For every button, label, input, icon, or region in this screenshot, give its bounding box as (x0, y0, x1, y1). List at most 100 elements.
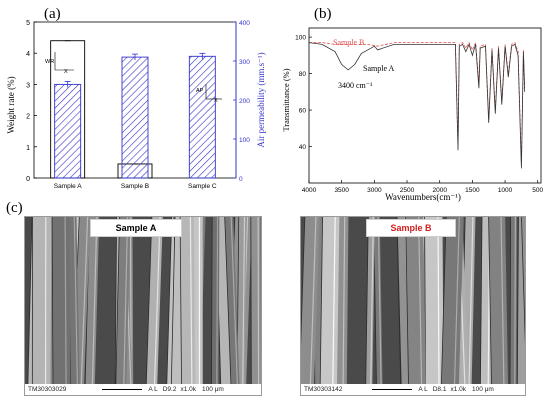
fiber-highlight (500, 217, 505, 395)
bar-air-permeability (188, 55, 216, 179)
sem-mag: x1.0k (450, 386, 466, 393)
fiber-edge (250, 217, 252, 395)
y-tick-label: 40 (299, 144, 307, 151)
y2-tick-label: 300 (239, 59, 250, 66)
bar-air-permeability (54, 83, 82, 179)
x-tick-label: 1000 (498, 187, 513, 194)
fiber-highlight (468, 217, 474, 395)
y-axis-title-left: Weight rate (%) (6, 76, 16, 133)
fiber (405, 217, 427, 395)
y-axis-title: Transmittance (%) (281, 68, 291, 131)
fiber-edge (440, 217, 447, 395)
panel-b-label: (b) (314, 6, 332, 22)
y2-tick-label: 200 (239, 98, 250, 105)
scale-bar (102, 389, 143, 390)
x-tick-label: 4000 (302, 187, 317, 194)
fiber-highlight (369, 217, 374, 395)
fiber-highlight (189, 217, 193, 395)
annotation-wr: WR (45, 59, 54, 65)
sem-mode: A L (148, 386, 158, 393)
fiber-edge (51, 217, 54, 395)
fiber-edge (516, 217, 519, 395)
fiber (320, 217, 340, 395)
series-line-sample-a (308, 42, 526, 169)
sem-wd: D8.1 (432, 386, 447, 393)
y2-tick-label: 100 (239, 137, 250, 144)
x-axis-title: Wavenumbers(cm⁻¹) (385, 192, 461, 202)
fiber-highlight (257, 217, 260, 395)
fiber-edge (405, 217, 410, 395)
fiber-edge (509, 217, 512, 395)
x-tick-label: 3000 (367, 187, 382, 194)
fiber-highlight (64, 217, 67, 395)
fiber-highlight (216, 217, 219, 395)
fiber-edge (319, 217, 323, 395)
sem-mode: A L (418, 386, 428, 393)
x-tick-label: Sample C (188, 183, 217, 190)
fiber-highlight (242, 217, 246, 395)
y-tick-label: 80 (299, 71, 307, 78)
sem-image-sample-b: Sample B TM30303142 A L D8.1 x1.0k 100 μ… (300, 216, 526, 396)
y-axis-title-right: Air permeability (mm.s⁻¹) (256, 52, 266, 147)
fiber-highlight (453, 217, 460, 395)
fiber (424, 217, 444, 395)
fiber-highlight (309, 217, 317, 395)
fiber (211, 217, 220, 395)
sem-code: TM30303142 (304, 386, 343, 393)
y-tick-label: 60 (299, 108, 307, 115)
sem-mag: x1.0k (180, 386, 196, 393)
fiber-edge (27, 217, 33, 395)
fiber (180, 217, 196, 395)
sem-info-strip: TM30303029 A L D9.2 x1.0k 100 μm (25, 384, 261, 395)
fiber-highlight (437, 217, 440, 395)
sem-wd: D9.2 (162, 386, 177, 393)
fiber-highlight (342, 217, 346, 395)
fiber (32, 217, 51, 395)
y2-tick-label: 0 (239, 176, 243, 183)
panel-a-label: (a) (44, 6, 61, 22)
series-label-sample-b: Sample B (333, 38, 364, 47)
fiber-highlight (91, 217, 98, 395)
x-tick-label: 500 (532, 187, 543, 194)
y-tick-label: 0 (26, 176, 30, 183)
fiber (509, 217, 517, 395)
annotation-ap: AP (196, 88, 204, 94)
y-tick-label: 100 (295, 35, 306, 42)
series-line-sample-b (309, 41, 526, 165)
y-tick-label: 2 (26, 114, 30, 121)
fiber-highlight (418, 217, 423, 395)
sem-image-sample-a: Sample A TM30303029 A L D9.2 x1.0k 100 μ… (24, 216, 262, 396)
peak-annotation: 3400 cm⁻¹ (338, 81, 373, 90)
panel-c-label: (c) (6, 200, 23, 216)
x-tick-label: 2500 (400, 187, 415, 194)
series-label-sample-a: Sample A (363, 64, 395, 73)
annotation-x: X (214, 98, 218, 104)
fiber-edge (479, 217, 483, 395)
fiber-edge (166, 217, 173, 395)
bar-air-permeability (121, 56, 149, 179)
fiber-edge (488, 217, 493, 395)
sem-info-strip: TM30303142 A L D8.1 x1.0k 100 μm (301, 384, 525, 395)
sem-code: TM30303029 (28, 386, 67, 393)
sem-scale: 100 μm (202, 386, 224, 393)
fiber-highlight (514, 217, 516, 395)
fiber-highlight (73, 217, 79, 395)
sem-title-sample-a: Sample A (90, 219, 182, 237)
fiber-highlight (332, 217, 336, 395)
fiber-edge (170, 217, 176, 395)
fiber-edge (301, 217, 306, 347)
y-tick-label: 3 (26, 82, 30, 89)
x-tick-label: 1500 (465, 187, 480, 194)
fiber-edge (211, 217, 213, 395)
sem-title-sample-b: Sample B (366, 219, 456, 237)
fiber-edge (396, 217, 402, 395)
scale-bar (372, 389, 413, 390)
fiber-edge (115, 217, 120, 395)
x-tick-label: Sample A (54, 183, 82, 190)
fiber (52, 217, 71, 395)
sem-scale: 100 μm (472, 386, 494, 393)
fiber-highlight (153, 217, 161, 395)
fiber-edge (521, 217, 525, 346)
